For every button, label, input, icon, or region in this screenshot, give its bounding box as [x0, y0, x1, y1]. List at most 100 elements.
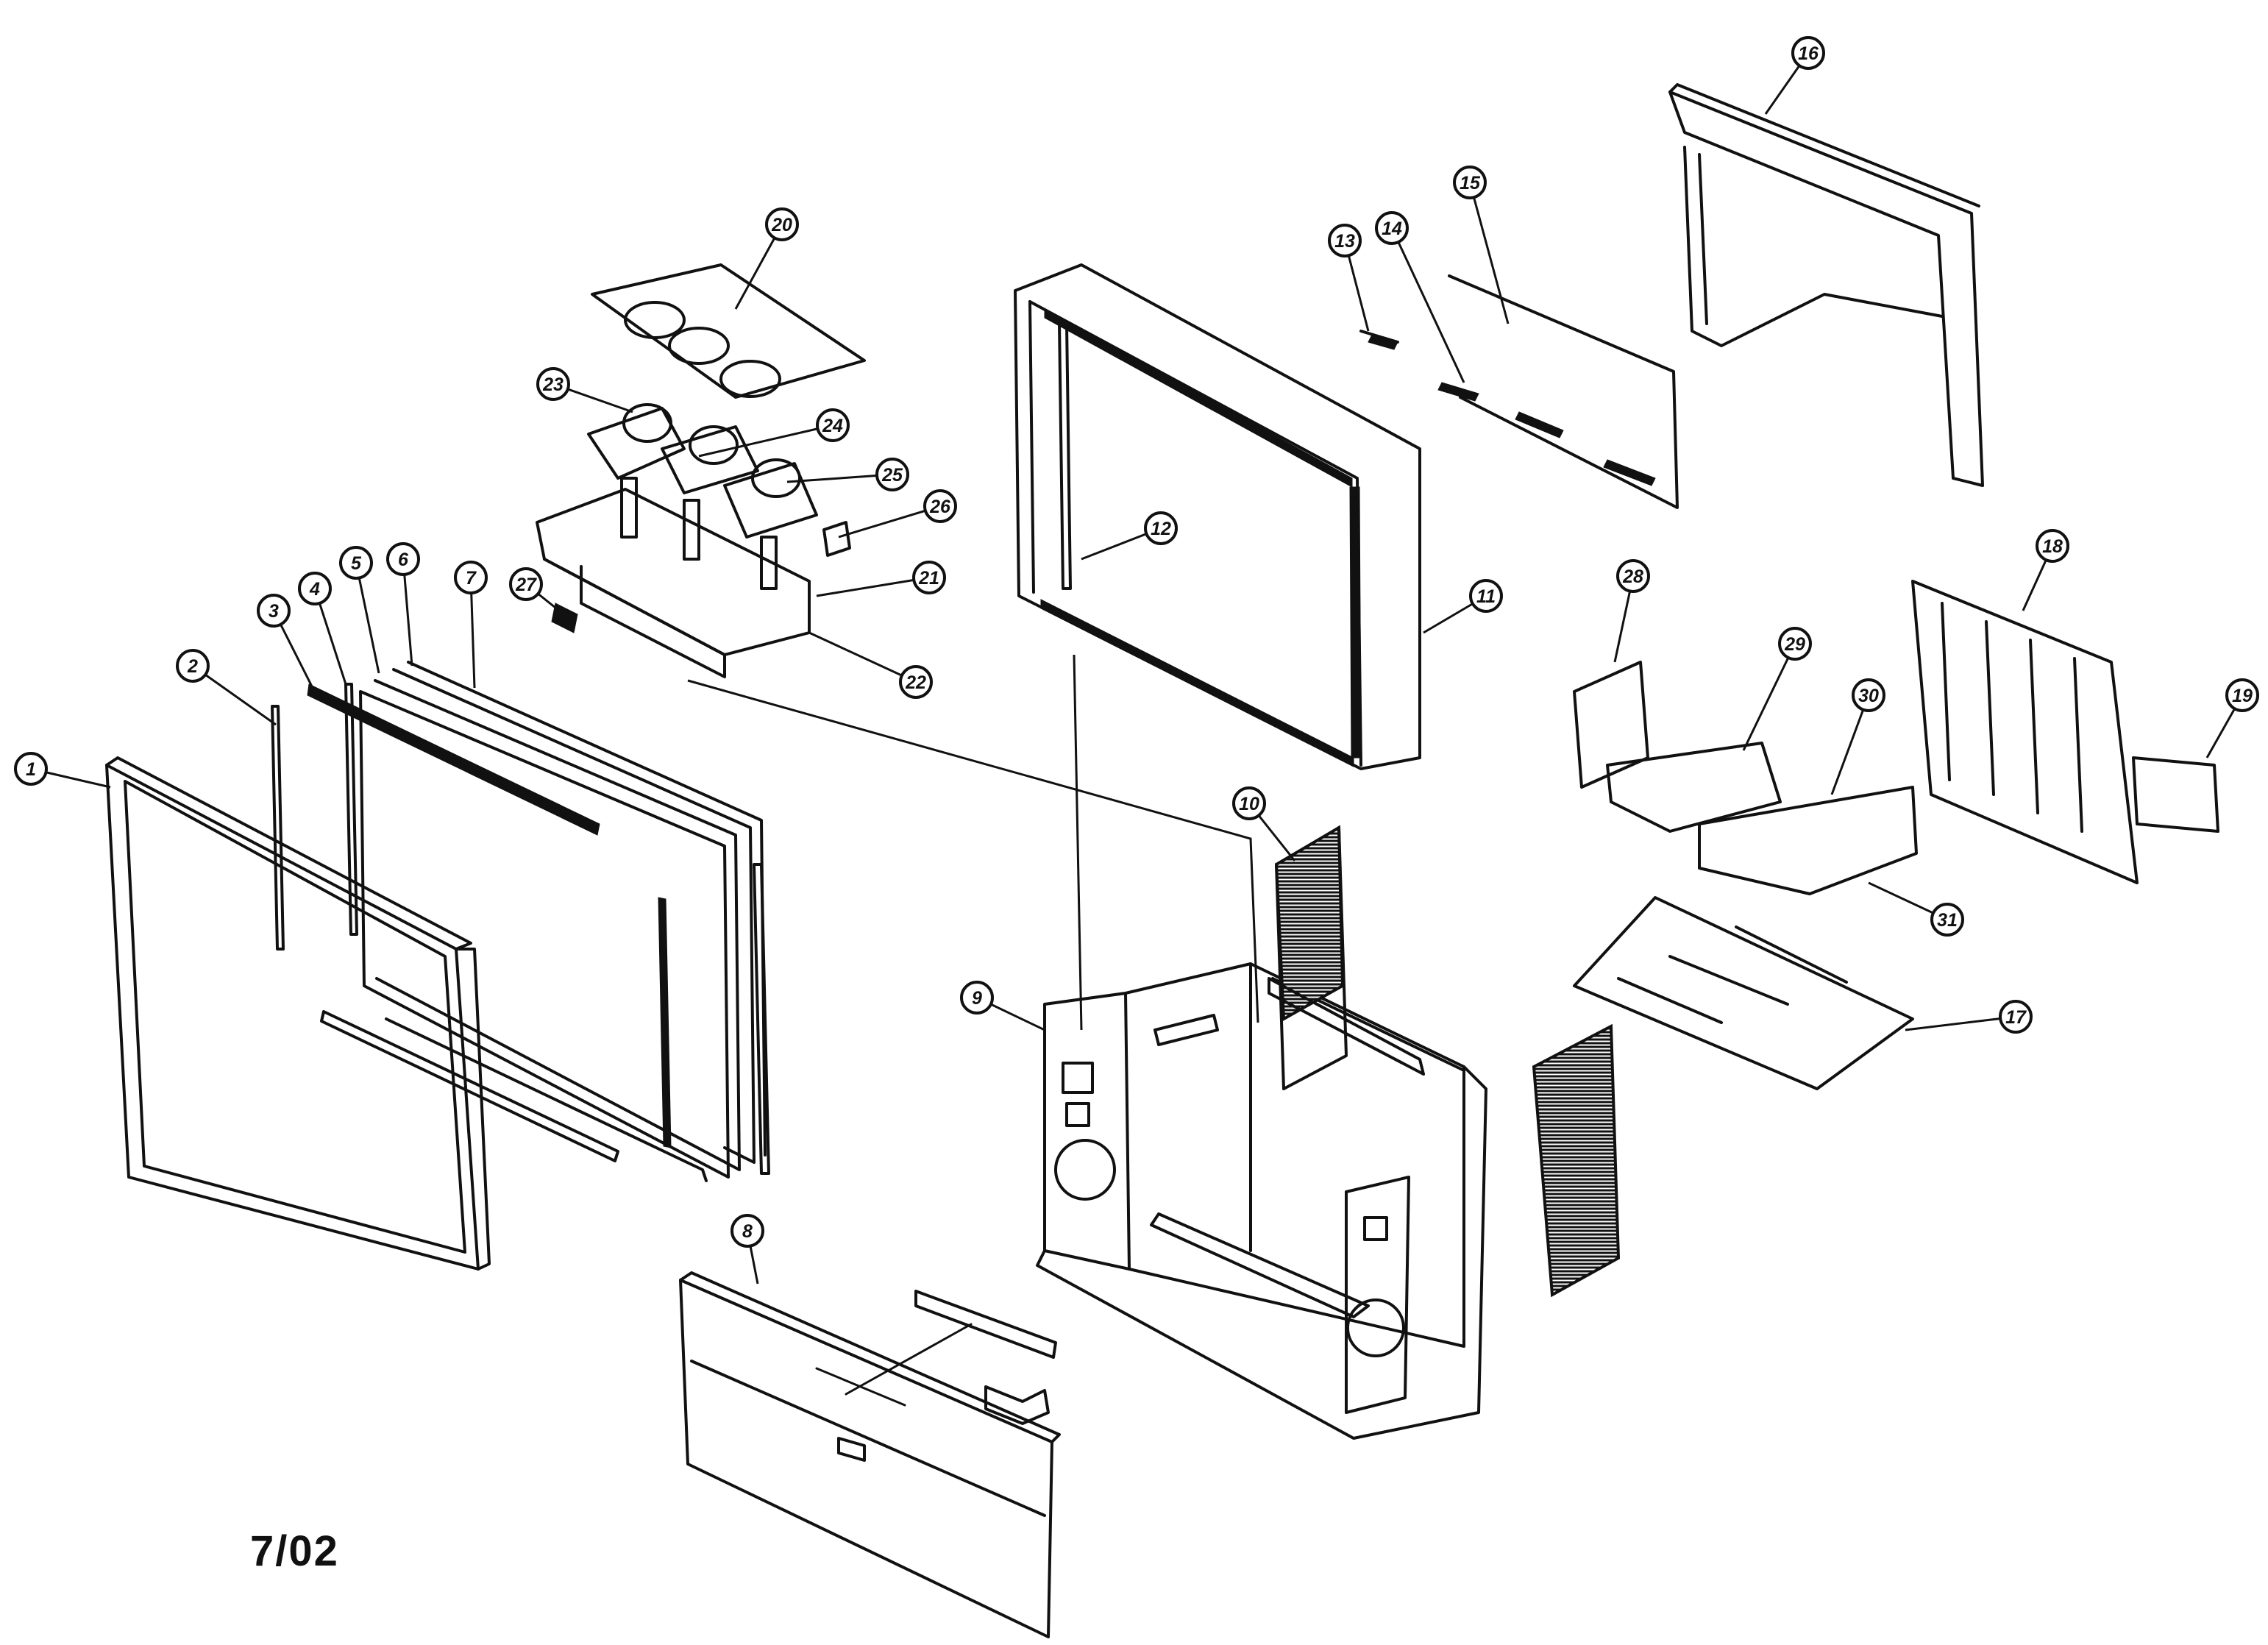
callout-number: 30: [1858, 686, 1879, 706]
callout-21: 21: [816, 561, 946, 597]
callout-number: 7: [466, 568, 477, 589]
callout-20: 20: [734, 207, 799, 310]
callout-number: 28: [1622, 566, 1643, 587]
part-control-panel: [679, 1271, 1061, 1638]
callout-balloon: [730, 1214, 764, 1248]
date-stamp: 7/02: [250, 1527, 339, 1575]
callout-leader: [469, 577, 476, 689]
callout-balloon: [2036, 529, 2069, 563]
callout-number: 15: [1460, 173, 1481, 193]
callout-number: 29: [1784, 634, 1805, 655]
callout-28: 28: [1613, 559, 1650, 663]
callout-27: 27: [509, 567, 560, 612]
callout-1: 1: [14, 752, 111, 789]
part-rear-top-assembly: [1359, 83, 1984, 509]
callout-number: 21: [918, 568, 939, 589]
callout-balloon: [257, 594, 291, 628]
callout-14: 14: [1375, 211, 1465, 383]
callout-balloon: [298, 572, 332, 605]
callout-number: 23: [542, 374, 564, 395]
callout-9: 9: [960, 981, 1045, 1031]
callout-leader: [1905, 1015, 2016, 1031]
callout-number: 19: [2232, 686, 2253, 706]
callout-balloon: [1999, 1000, 2033, 1034]
callout-balloon: [1375, 211, 1409, 245]
callout-number: 26: [929, 497, 951, 517]
callout-24: 24: [698, 408, 850, 458]
part-front-frame: [105, 756, 491, 1271]
callout-number: 25: [881, 465, 903, 486]
callout-balloon: [816, 408, 850, 442]
callout-balloon: [1791, 36, 1825, 70]
callout-29: 29: [1742, 627, 1812, 751]
callout-balloon: [509, 567, 543, 601]
callout-balloon: [1469, 579, 1503, 613]
callout-number: 22: [905, 672, 926, 693]
callout-balloon: [536, 367, 570, 401]
callout-number: 27: [515, 575, 537, 595]
callout-balloon: [1144, 511, 1178, 545]
callout-leader: [838, 505, 941, 539]
callout-balloon: [339, 546, 373, 580]
callout-31: 31: [1868, 881, 1964, 937]
callout-balloon: [1453, 166, 1487, 199]
leader-lines: [687, 654, 1259, 1031]
callout-13: 13: [1328, 224, 1370, 332]
callout-number: 2: [187, 656, 198, 677]
callout-balloon: [454, 561, 488, 594]
callout-25: 25: [786, 458, 909, 491]
callout-number: 20: [771, 215, 792, 235]
callout-number: 1: [26, 759, 36, 780]
callout-7: 7: [454, 561, 488, 689]
callout-number: 17: [2005, 1007, 2027, 1028]
callout-leader: [355, 562, 380, 674]
callout-leader: [786, 473, 893, 483]
callout-balloon: [1778, 627, 1812, 661]
callout-3: 3: [257, 594, 314, 689]
callout-26: 26: [838, 489, 957, 539]
callout-leader: [192, 664, 277, 726]
callout-number: 10: [1239, 794, 1259, 814]
callout-balloon: [1232, 786, 1266, 820]
part-cabinet-base: [1036, 962, 1487, 1440]
callout-6: 6: [386, 542, 420, 667]
callout-4: 4: [298, 572, 347, 685]
callout-8: 8: [730, 1214, 764, 1285]
callout-leader: [808, 631, 917, 683]
callout-17: 17: [1905, 1000, 2033, 1034]
callout-2: 2: [176, 649, 277, 726]
callout-balloon: [2225, 678, 2259, 712]
callout-23: 23: [536, 367, 633, 413]
callout-number: 5: [351, 553, 362, 574]
callout-19: 19: [2205, 678, 2259, 758]
callout-balloon: [14, 752, 48, 786]
callout-number: 14: [1382, 218, 1402, 239]
part-pcb-assemblies: [1532, 580, 2219, 1298]
callout-number: 11: [1476, 586, 1496, 607]
part-heatsink-board: [1268, 825, 1425, 1090]
callout-number: 8: [742, 1221, 753, 1242]
callout-leader: [816, 576, 930, 597]
callout-5: 5: [339, 546, 380, 674]
callout-leader: [1830, 694, 1870, 795]
callout-leader: [1390, 227, 1465, 383]
callout-number: 13: [1334, 231, 1355, 252]
callout-balloon: [923, 489, 957, 523]
callout-22: 22: [808, 631, 933, 699]
callout-number: 4: [309, 579, 320, 600]
part-screen-panels: [320, 661, 770, 1182]
callout-leader: [698, 424, 833, 458]
callout-balloon: [875, 458, 909, 491]
callout-number: 6: [398, 550, 409, 570]
callout-leader: [402, 558, 413, 667]
callout-balloon: [386, 542, 420, 576]
callout-balloon: [765, 207, 799, 241]
callout-balloon: [899, 665, 933, 699]
callout-10: 10: [1232, 786, 1296, 861]
callout-balloon: [1852, 678, 1885, 712]
callout-leader: [1468, 182, 1510, 324]
callout-number: 18: [2042, 536, 2063, 557]
callout-number: 24: [822, 416, 843, 436]
